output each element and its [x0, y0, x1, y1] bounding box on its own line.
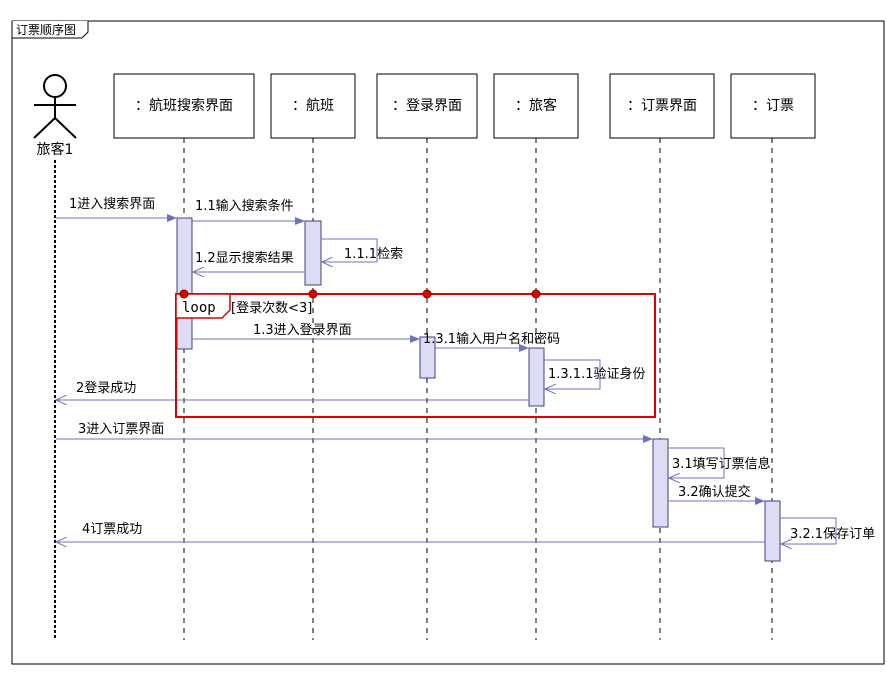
lifeline-login-ui: ：登录界面 [376, 73, 478, 640]
message-label: 3.1填写订票信息 [672, 456, 771, 472]
activation-login-ui [419, 336, 436, 379]
message-label: 3进入订票界面 [78, 422, 164, 437]
loop-tab [175, 293, 231, 319]
message-1-1: 1.1输入搜索条件 [192, 198, 305, 225]
message-1-2: 1.2显示搜索结果 [193, 251, 305, 272]
message-3-2-1: 3.2.1保存订单 [780, 517, 875, 544]
lifeline-head [270, 73, 356, 139]
loop-marker [308, 289, 318, 299]
message-4: 4订票成功 [56, 522, 765, 542]
actor-label: 旅客1 [37, 141, 74, 158]
frame-title-tab [11, 21, 89, 39]
message-label: 3.2确认提交 [678, 484, 751, 500]
message-label: 2登录成功 [76, 381, 136, 396]
lifeline-label: ：旅客 [515, 97, 557, 114]
loop-marker [179, 289, 189, 299]
message-line [544, 359, 601, 389]
lifeline-head [609, 73, 715, 139]
message-2: 2登录成功 [56, 381, 529, 400]
lifeline-passenger: ：旅客 [493, 73, 579, 640]
actor-right-leg [54, 117, 77, 139]
lifeline-label: ：订票界面 [627, 98, 697, 114]
message-label: 1.3.1输入用户名和密码 [423, 331, 560, 347]
message-3-1: 3.1填写订票信息 [668, 447, 771, 478]
message-1: 1进入搜索界面 [56, 197, 177, 222]
message-line [780, 517, 837, 544]
message-label: 1.3进入登录界面 [253, 323, 352, 338]
message-3-2: 3.2确认提交 [668, 484, 765, 505]
lifeline-label: ：订票 [752, 98, 794, 114]
message-label: 3.2.1保存订单 [790, 527, 875, 542]
message-line [668, 447, 725, 478]
message-label: 4订票成功 [82, 522, 142, 537]
lifeline-booking: ：订票 [730, 73, 816, 640]
actor-head-icon [43, 74, 67, 98]
activation-booking [764, 500, 781, 562]
lifeline-head [376, 73, 478, 139]
activation-search-ui [176, 217, 193, 350]
loop-marker [422, 289, 432, 299]
loop-fragment: loop [登录次数<3] [175, 289, 656, 418]
message-3: 3进入订票界面 [56, 422, 653, 443]
message-label: 1.1.1检索 [344, 247, 403, 262]
message-1-3-1: 1.3.1输入用户名和密码 [423, 331, 560, 352]
activation-flight [304, 220, 322, 286]
loop-border [175, 293, 656, 418]
frame-title: 订票顺序图 [16, 22, 76, 37]
loop-guard: [登录次数<3] [231, 300, 312, 316]
message-label: 1.3.1.1验证身份 [548, 366, 645, 382]
loop-marker [531, 289, 541, 299]
loop-keyword: loop [182, 300, 216, 316]
message-1-3-1-1: 1.3.1.1验证身份 [544, 359, 645, 389]
message-1-3: 1.3进入登录界面 [192, 323, 420, 343]
message-label: 1.2显示搜索结果 [195, 251, 294, 266]
message-1-1-1: 1.1.1检索 [321, 238, 403, 262]
activation-passenger [528, 347, 545, 407]
lifeline-label: ：航班 [292, 98, 334, 114]
message-label: 1进入搜索界面 [69, 197, 155, 212]
message-label: 1.1输入搜索条件 [195, 198, 294, 214]
lifeline-label: ：航班搜索界面 [135, 97, 233, 114]
actor-left-leg [33, 117, 56, 139]
lifeline-head [730, 73, 816, 139]
activation-booking-ui [652, 438, 669, 528]
message-line [321, 238, 378, 262]
lifeline-head [113, 73, 255, 139]
actor-passenger: 旅客1 [33, 74, 77, 158]
lifeline-label: ：登录界面 [392, 98, 462, 114]
lifeline-booking-ui: ：订票界面 [609, 73, 715, 640]
